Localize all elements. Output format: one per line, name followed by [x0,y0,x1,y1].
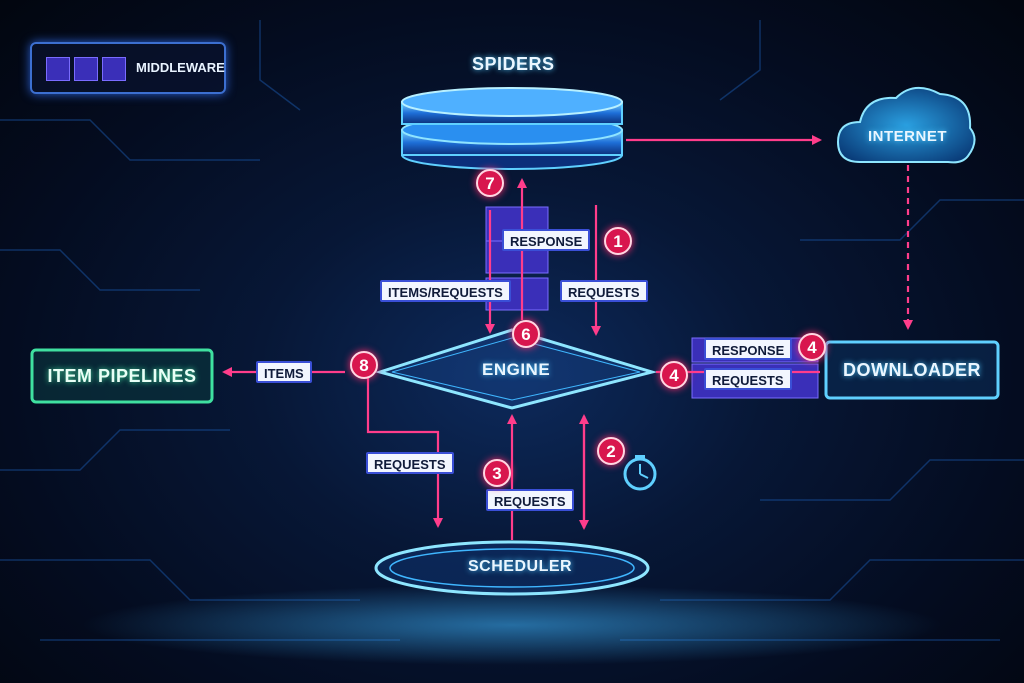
legend-label: MIDDLEWARE [136,60,225,75]
response-top-label: RESPONSE [502,229,591,251]
spiders-label: SPIDERS [472,54,555,74]
floor-glow [82,585,942,665]
arrow-engine-to-scheduler-left [366,378,443,528]
step-badge-6: 6 [512,320,540,348]
engine-node[interactable] [374,328,658,410]
downloader-node[interactable] [824,340,1000,400]
requests-left-label: REQUESTS [366,452,454,474]
response-right-label: RESPONSE [704,338,793,360]
step-badge-8: 8 [350,351,378,379]
step-badge-1: 1 [604,227,632,255]
internet-label: INTERNET [868,128,947,145]
requests-right-label: REQUESTS [704,368,792,390]
legend-swatch [74,57,98,81]
items-label: ITEMS [256,361,312,383]
item-pipelines-label: ITEM PIPELINES [47,365,197,386]
step-badge-4-upper: 4 [798,333,826,361]
legend-swatch [102,57,126,81]
scheduler-node[interactable] [374,540,650,596]
step-badge-4-lower: 4 [660,361,688,389]
step-badge-3: 3 [483,459,511,487]
cloud-icon[interactable] [836,87,976,164]
clock-icon [623,455,657,491]
requests-bottom-label: REQUESTS [486,489,574,511]
legend-swatch [46,57,70,81]
legend: MIDDLEWARE [30,42,226,94]
item-pipelines-node[interactable] [30,348,214,404]
scheduler-label: SCHEDULER [468,558,573,575]
downloader-label: DOWNLOADER [843,359,981,380]
step-badge-7: 7 [476,169,504,197]
requests-top-label: REQUESTS [560,280,648,302]
spiders-node[interactable] [401,87,623,170]
engine-label: ENGINE [482,360,551,379]
items-requests-label: ITEMS/REQUESTS [380,280,511,302]
step-badge-2: 2 [597,437,625,465]
